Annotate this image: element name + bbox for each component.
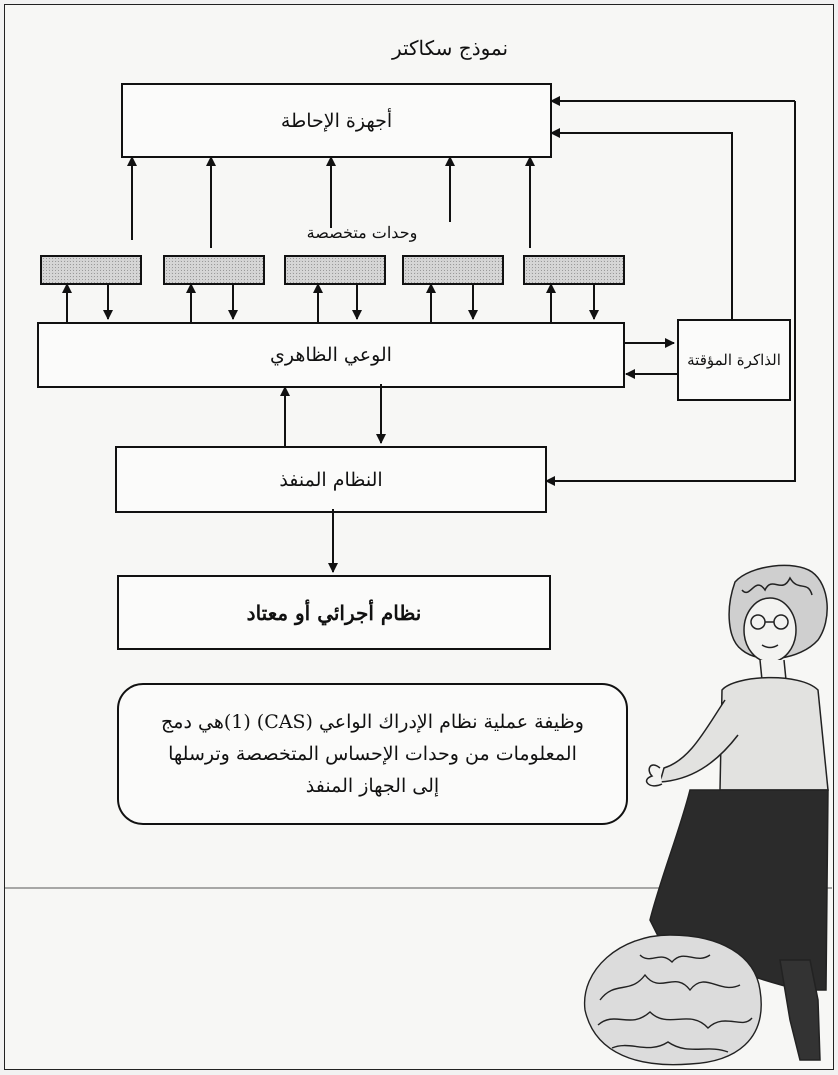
awareness-label: الوعي الظاهري (270, 344, 392, 366)
perception-label: أجهزة الإحاطة (280, 109, 393, 132)
specialized-unit-1 (40, 255, 142, 285)
caption-line-2: المعلومات من وحدات الإحساس المتخصصة وترس… (168, 742, 577, 765)
specialized-unit-3 (284, 255, 386, 285)
executive-box: النظام المنفذ (115, 446, 547, 513)
perception-box: أجهزة الإحاطة (121, 83, 552, 158)
caption-box: وظيفة عملية نظام الإدراك الواعي (CAS) (1… (117, 683, 628, 825)
specialized-unit-2 (163, 255, 265, 285)
caption-line-3: إلى الجهاز المنفذ (305, 775, 440, 798)
caption-line-1: وظيفة عملية نظام الإدراك الواعي (CAS) (1… (161, 710, 584, 733)
executive-label: النظام المنفذ (279, 468, 383, 491)
procedural-box: نظام أجرائي أو معتاد (117, 575, 551, 650)
temp-memory-box: الذاكرة المؤقتة (677, 319, 791, 401)
specialized-unit-4 (402, 255, 504, 285)
specialized-units-label: وحدات متخصصة (306, 223, 418, 242)
brain-icon (583, 934, 762, 1066)
arrow-memory-to-perception (550, 128, 733, 319)
diagram-title: نموذج سكاكتر (391, 36, 509, 60)
procedural-label: نظام أجرائي أو معتاد (246, 600, 422, 625)
awareness-box: الوعي الظاهري (37, 322, 625, 388)
arrow-executive-to-perception (546, 101, 796, 482)
temp-memory-label: الذاكرة المؤقتة (687, 351, 781, 369)
specialized-unit-5 (523, 255, 625, 285)
